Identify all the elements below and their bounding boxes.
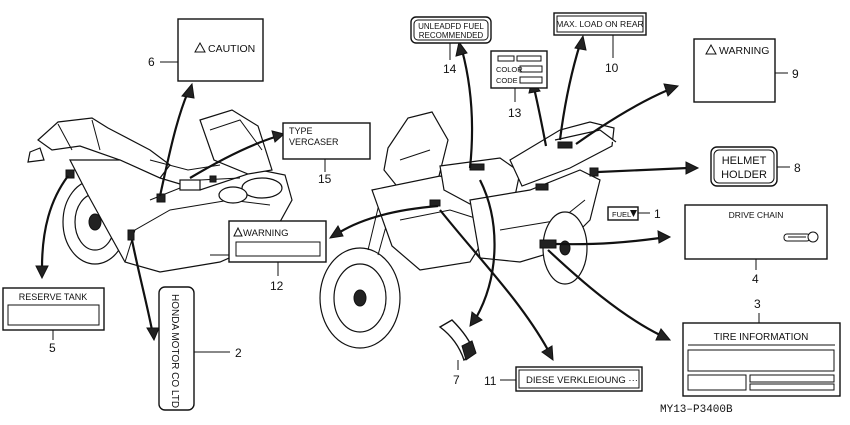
code-text: CODE	[496, 76, 518, 85]
left-motorcycle-illustration	[27, 109, 293, 273]
warning-triangle-icon	[194, 41, 206, 53]
callout-8: 8	[794, 161, 801, 175]
callout-1: 1	[654, 207, 661, 221]
helmet-text: HELMET	[722, 155, 767, 167]
callout-12: 12	[270, 279, 284, 293]
callout-13: 13	[508, 106, 522, 120]
warning-triangle-icon	[233, 226, 243, 237]
honda-text: HONDA MOTOR CO LTD	[169, 294, 180, 408]
drive-chain-text: DRIVE CHAIN	[729, 210, 784, 220]
honda-motor-label: HONDA MOTOR CO LTD	[158, 286, 195, 411]
warning-label-middle: WARNING	[228, 220, 327, 263]
max-load-text: MAX. LOAD ON REAR	[556, 19, 643, 29]
callout-15: 15	[318, 172, 332, 186]
max-load-label: MAX. LOAD ON REAR	[553, 12, 647, 36]
fuel-text: FUEL	[612, 210, 631, 219]
caution-label: CAUTION	[177, 18, 264, 82]
tire-information-text: TIRE INFORMATION	[714, 332, 809, 343]
warning-middle-text: WARNING	[243, 228, 289, 239]
tire-information-label: TIRE INFORMATION	[682, 322, 841, 397]
diese-verkleioung-label: DIESE VERKLEIOUNG ···	[515, 366, 643, 392]
vercaser-text: VERCASER	[289, 137, 339, 147]
callout-10: 10	[605, 61, 619, 75]
fuel-label: FUEL	[607, 206, 639, 221]
warning-right-text: WARNING	[719, 45, 769, 57]
callout-9: 9	[792, 67, 799, 81]
callout-5: 5	[49, 341, 56, 355]
chain-adjuster-icon	[783, 231, 819, 243]
color-text: COLOR	[496, 65, 523, 74]
type-vercaser-label: TYPE VERCASER	[282, 122, 371, 160]
callout-7: 7	[453, 373, 460, 387]
callout-11: 11	[484, 374, 497, 388]
warning-triangle-icon	[705, 43, 717, 55]
holder-text: HOLDER	[721, 169, 767, 181]
unleaded-fuel-label: UNLEADFD FUEL RECOMMENDED	[410, 16, 492, 44]
callout-3: 3	[754, 297, 761, 311]
drive-chain-label: DRIVE CHAIN	[684, 204, 828, 260]
type-text: TYPE	[289, 126, 313, 136]
helmet-holder-label: HELMET HOLDER	[710, 146, 778, 187]
caution-text: CAUTION	[208, 43, 255, 55]
warning-label-right: WARNING	[693, 38, 776, 103]
callout-2: 2	[235, 346, 242, 360]
curved-label	[438, 319, 477, 362]
color-code-label: COLOR CODE	[490, 50, 548, 89]
callout-14: 14	[443, 62, 457, 76]
callout-6: 6	[148, 55, 155, 69]
callout-4: 4	[752, 272, 759, 286]
diagram-code: MY13–P3400B	[660, 404, 733, 416]
reserve-tank-label: RESERVE TANK	[2, 287, 105, 331]
right-motorcycle-illustration	[319, 111, 617, 349]
recommended-text: RECOMMENDED	[419, 31, 484, 40]
leader-arrows	[35, 34, 700, 362]
reserve-tank-text: RESERVE TANK	[19, 292, 88, 302]
diese-text: DIESE VERKLEIOUNG ···	[526, 375, 638, 386]
unleaded-text: UNLEADFD FUEL	[418, 22, 484, 31]
